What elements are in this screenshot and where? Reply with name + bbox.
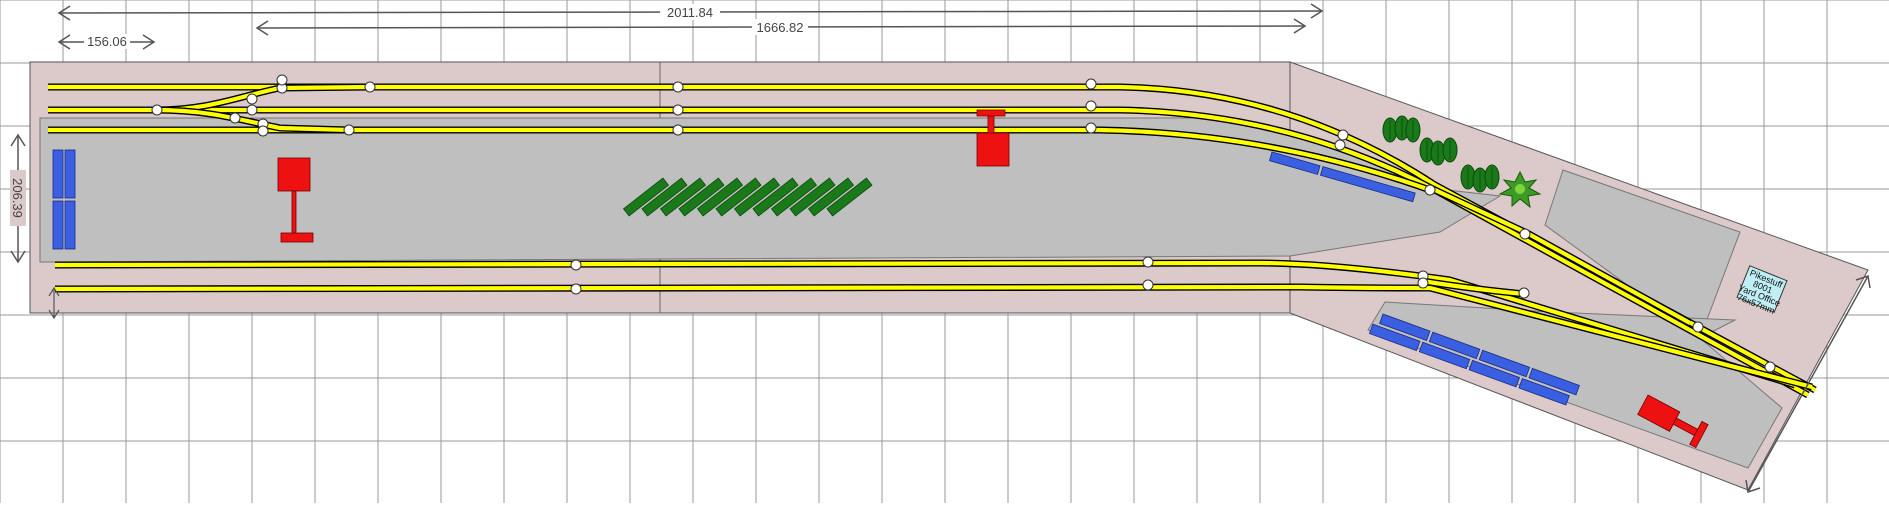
turnout-marker-icon [1518, 287, 1530, 299]
dimension-main-label: 1666.82 [757, 20, 804, 35]
turnout-marker-icon [246, 104, 258, 116]
wagon-green [789, 177, 836, 217]
turnout-marker-icon [1085, 122, 1097, 134]
dimension-arrow-icon [57, 34, 71, 50]
wagon-blue [52, 200, 64, 250]
dimension-depth: 206.39 [10, 133, 26, 264]
dimension-depth-label: 206.39 [10, 178, 25, 218]
red-crane-post [291, 190, 297, 236]
turnout-marker-icon [343, 124, 355, 136]
dimension-arrow-icon [1745, 479, 1761, 493]
track-bed [54, 260, 1796, 388]
turnout-marker-icon [1417, 277, 1429, 289]
dimension-right-edge [1745, 275, 1871, 493]
red-crane-base [280, 232, 314, 243]
turnout-marker-icon [276, 74, 288, 86]
dimension-arrow-icon [10, 250, 26, 264]
turnout-marker-icon [229, 112, 241, 124]
dimension-left-offset: 156.06 [57, 34, 156, 50]
wagon-green [715, 177, 762, 217]
turnout-marker-icon [1337, 129, 1349, 141]
wagon-green [807, 177, 855, 217]
wagon-green [752, 177, 799, 217]
dimension-arrow-icon [1293, 18, 1307, 34]
wagon-green [696, 177, 744, 217]
shrub-center [1515, 184, 1525, 194]
wagon-blue [1428, 331, 1481, 360]
dimension-arrow-icon [1310, 3, 1324, 19]
dimension-arrow-icon [10, 133, 26, 147]
dimension-arrow-icon [57, 5, 71, 21]
turnout-marker-icon [672, 124, 684, 136]
turnout-marker-icon [151, 104, 163, 116]
wagon-blue [64, 149, 76, 199]
dimension-arrow-icon [1855, 275, 1871, 289]
turnout-marker-icon [1424, 184, 1436, 196]
wagon-green [622, 177, 670, 217]
track-group [48, 83, 1817, 399]
red-structure-left [277, 157, 314, 243]
turnout-marker-icon [1085, 78, 1097, 90]
turnout-marker-icon [1142, 279, 1154, 291]
turnout-marker-icon [1142, 256, 1154, 268]
wagon-blue [1269, 151, 1321, 175]
wagon-blue [1478, 349, 1531, 378]
wagon-green [733, 177, 781, 217]
track-bed [154, 107, 351, 133]
green-wagon-row [622, 177, 873, 217]
wagon-green [659, 177, 707, 217]
wagon-blue [1468, 359, 1521, 388]
track-bed [48, 127, 1431, 192]
dimension-arrow-icon [48, 309, 60, 320]
dimension-small-left [48, 286, 60, 320]
red-crane-top [976, 109, 1006, 117]
dimension-main: 1666.82 [255, 18, 1307, 36]
dimension-overall: 2011.84 [57, 3, 1324, 21]
wagon-blue [1368, 323, 1421, 352]
wagon-blue [52, 149, 64, 199]
wagon-green [770, 177, 818, 217]
turnout-marker-icon [257, 125, 269, 137]
red-crane-end [1689, 420, 1709, 449]
wagon-blue [64, 200, 76, 250]
red-structure-right [1637, 394, 1709, 449]
turnout-marker-icon [570, 283, 582, 295]
track-bed [48, 84, 1816, 392]
dimension-left-offset-label: 156.06 [87, 34, 127, 49]
track-bed [1421, 278, 1526, 297]
wagon-blue [1418, 341, 1471, 370]
red-structure-center [976, 109, 1010, 167]
turnout-marker-icon [1334, 139, 1346, 151]
tree-group [1382, 115, 1500, 193]
turnout-marker-icon [246, 93, 258, 105]
wagon-blue [1528, 367, 1580, 396]
dimension-arrow-icon [255, 20, 269, 36]
turnout-marker-icon [672, 81, 684, 93]
red-crane-post [987, 115, 995, 135]
turnout-marker-icon [1519, 228, 1531, 240]
dimension-arrow-icon [142, 34, 156, 50]
wagon-blue [1379, 313, 1431, 342]
red-building [976, 132, 1010, 167]
wagon-green [678, 177, 725, 217]
dimension-arrow-icon [48, 286, 60, 297]
turnout-marker-icon [672, 104, 684, 116]
turnout-marker-icon [1085, 100, 1097, 112]
wagon-green [641, 177, 688, 217]
dimension-overall-label: 2011.84 [667, 5, 713, 20]
turnout-marker-group [151, 74, 1776, 373]
wagon-blue [1518, 378, 1570, 406]
red-building [277, 157, 311, 192]
turnout-marker-icon [364, 81, 376, 93]
track-bed [48, 107, 1810, 397]
wagon-green [826, 177, 873, 217]
turnout-marker-icon [1764, 361, 1776, 373]
turnout-marker-icon [570, 259, 582, 271]
yard-office-building [1736, 265, 1788, 313]
wagon-blue [1319, 166, 1416, 203]
turnout-marker-icon [1692, 321, 1704, 333]
